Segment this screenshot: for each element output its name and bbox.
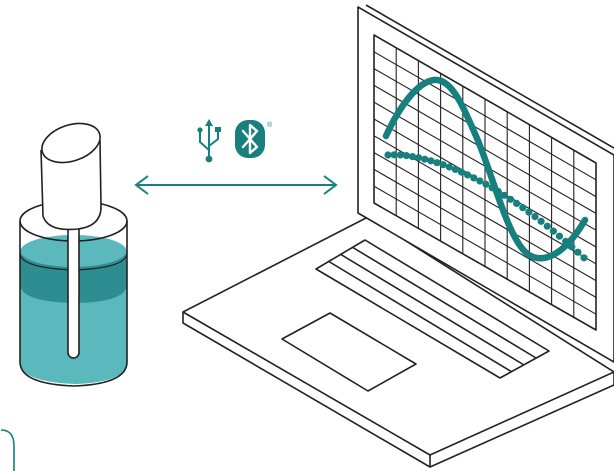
dotted-curve-point <box>488 184 496 192</box>
dotted-curve-point <box>408 153 417 161</box>
dotted-curve-point <box>457 168 466 176</box>
beaker-wall <box>19 221 128 387</box>
partial-curve <box>0 429 15 471</box>
dotted-curve-point <box>451 165 459 173</box>
dotted-curve-point <box>562 237 570 245</box>
laptop-keyboard <box>315 239 550 379</box>
bluetooth-icon <box>235 120 265 158</box>
dotted-curve-point <box>445 163 453 171</box>
dotted-curve-point <box>506 195 515 203</box>
dotted-curve-point <box>464 171 472 179</box>
grid-line-horizontal <box>373 185 597 315</box>
grid-line-horizontal <box>373 152 597 282</box>
usb-icon <box>197 119 221 163</box>
dotted-curve-point <box>402 152 410 160</box>
dotted-curve-point <box>500 191 508 199</box>
dotted-curve-point <box>439 161 447 169</box>
screen-plot <box>382 76 589 262</box>
dotted-curve-point <box>555 232 564 240</box>
grid-line-horizontal <box>373 168 597 298</box>
dotted-curve-point <box>568 243 576 251</box>
sensor-beaker <box>19 122 128 387</box>
dotted-curve-point <box>494 187 502 196</box>
dotted-curve-point <box>396 151 404 159</box>
dotted-curve-point <box>390 151 398 159</box>
dotted-curve-point <box>519 204 527 212</box>
arrow-head-right <box>323 175 338 195</box>
registered-mark: ® <box>267 121 273 129</box>
dotted-curve-point <box>543 222 551 230</box>
arrow-head-left <box>134 175 149 195</box>
dotted-curve-point <box>470 174 478 182</box>
dotted-curve <box>384 151 588 262</box>
dotted-curve-point <box>421 155 429 163</box>
connection-indicator <box>134 119 338 195</box>
grid-line-horizontal <box>373 84 597 214</box>
dotted-curve-point <box>415 154 423 162</box>
probe-rod <box>67 214 80 359</box>
laptop-trackpad <box>281 312 417 392</box>
laptop <box>182 4 614 468</box>
dotted-curve-point <box>525 208 533 216</box>
dotted-curve-point <box>531 213 539 221</box>
dotted-curve-point <box>574 248 582 256</box>
solid-curve <box>382 76 589 262</box>
dotted-curve-point <box>537 217 545 225</box>
dotted-curve-point <box>549 227 558 235</box>
dotted-curve-point <box>580 254 588 262</box>
dotted-curve-point <box>427 157 435 165</box>
dotted-curve-point <box>433 159 441 167</box>
dotted-curve-point <box>513 199 521 207</box>
dotted-curve-point <box>384 151 392 159</box>
grid-line-horizontal <box>373 51 597 181</box>
dotted-curve-point <box>476 177 484 185</box>
grid-line-horizontal <box>373 68 597 198</box>
dotted-curve-point <box>482 180 490 188</box>
